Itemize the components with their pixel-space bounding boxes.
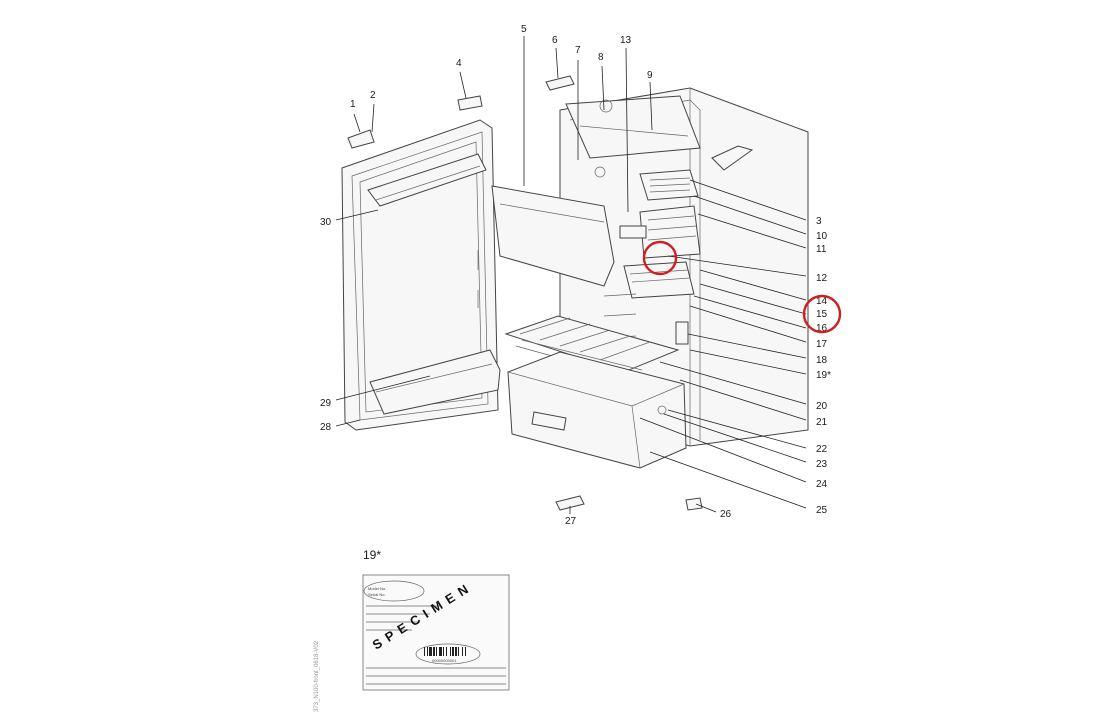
barcode-bar [439, 647, 442, 656]
label-6: 6 [552, 35, 558, 46]
label-5: 5 [521, 24, 527, 35]
label-12: 12 [816, 273, 828, 284]
label-21: 21 [816, 417, 828, 428]
part-labels: 1 2 4 5 6 7 8 13 9 3 10 11 12 14 15 16 1… [320, 24, 831, 527]
label-22: 22 [816, 444, 828, 455]
label-14: 14 [816, 296, 828, 307]
label-25: 25 [816, 505, 828, 516]
label-4: 4 [456, 58, 462, 69]
label-10: 10 [816, 231, 828, 242]
label-17: 17 [816, 339, 828, 350]
label-2: 2 [370, 90, 376, 101]
detail-rating-plate: 19* Model No. Serial No. SPECIMEN 000000… [362, 548, 510, 691]
label-1: 1 [350, 99, 356, 110]
leader-lines [335, 36, 807, 514]
highlights [642, 240, 842, 334]
label-28: 28 [320, 422, 332, 433]
barcode-bar [450, 647, 451, 656]
label-8: 8 [598, 52, 604, 63]
plate-line-serial: Serial No. [368, 592, 386, 597]
label-15: 15 [816, 309, 828, 320]
highlight-label-15 [802, 294, 842, 334]
barcode-bar [462, 647, 463, 656]
label-18: 18 [816, 355, 828, 366]
label-11: 11 [816, 244, 827, 255]
label-13: 13 [620, 35, 632, 46]
label-20: 20 [816, 401, 828, 412]
label-7: 7 [575, 45, 581, 56]
highlight-part-15 [642, 240, 678, 276]
barcode-highlight [415, 643, 481, 665]
barcode-bar [458, 647, 459, 656]
label-26: 26 [720, 509, 732, 520]
detail-title: 19* [363, 548, 381, 562]
label-16: 16 [816, 323, 828, 334]
barcode-bar [452, 647, 454, 656]
label-9: 9 [647, 70, 653, 81]
barcode-bar [446, 647, 447, 656]
label-27: 27 [565, 516, 577, 527]
barcode-bar [424, 647, 425, 656]
barcode-bar [465, 647, 466, 656]
side-code: 373_N100-front_0618-V02 [314, 640, 320, 712]
barcode-bar [427, 647, 428, 656]
label-23: 23 [816, 459, 828, 470]
crisper-drawer [507, 351, 687, 469]
barcode-bar [455, 647, 457, 656]
label-30: 30 [320, 217, 332, 228]
label-3: 3 [816, 216, 822, 227]
rating-plate [362, 574, 510, 691]
barcode-bar [433, 647, 435, 656]
barcode-bar [443, 647, 444, 656]
freezer-flap [491, 185, 615, 287]
barcode-bar [429, 647, 432, 656]
small-parts [545, 75, 703, 511]
label-19: 19* [816, 370, 831, 381]
barcode-bar [436, 647, 437, 656]
plate-line-model: Model No. [368, 586, 386, 591]
label-24: 24 [816, 479, 828, 490]
barcode [424, 647, 466, 656]
barcode-number: 00000000001 [432, 658, 457, 663]
door-assembly [341, 95, 501, 431]
label-29: 29 [320, 398, 332, 409]
plate-field-highlight [363, 580, 425, 602]
